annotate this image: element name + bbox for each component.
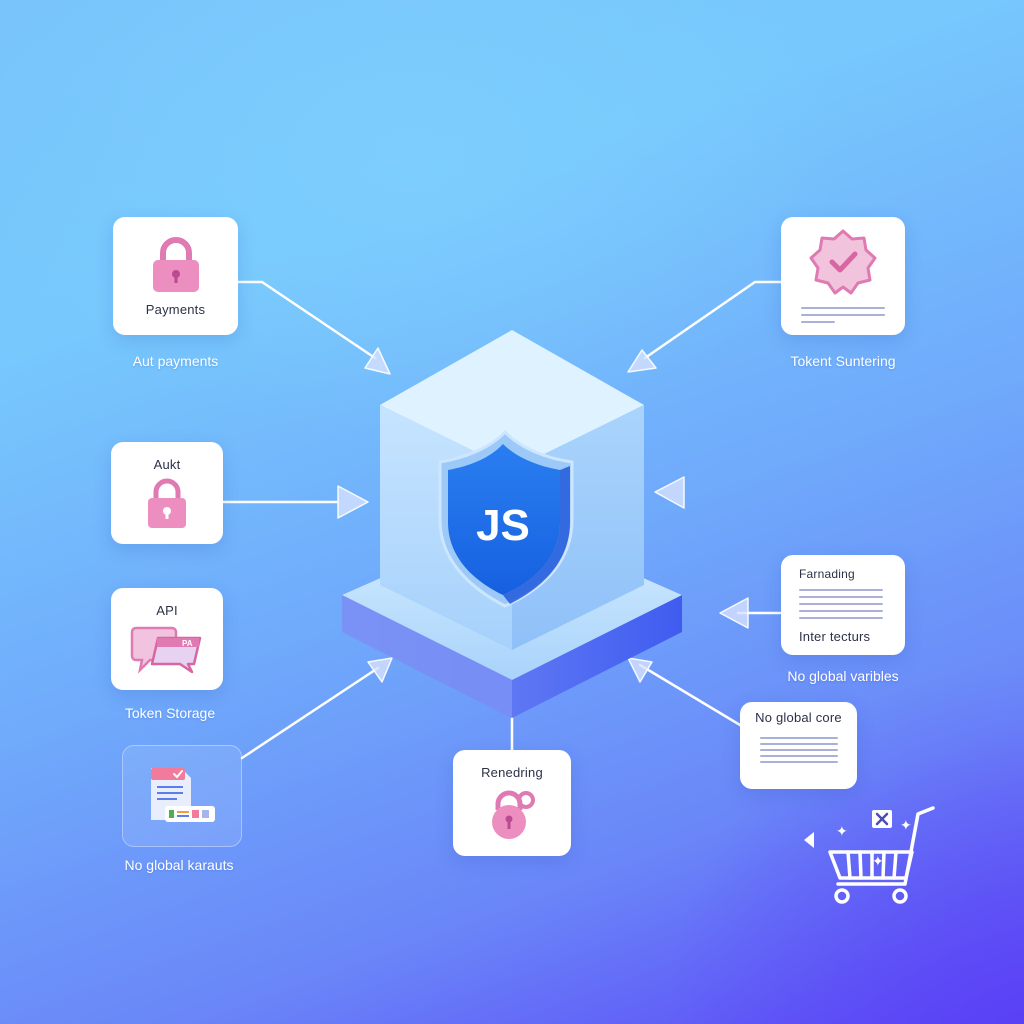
card-rendering[interactable]: Renedring bbox=[453, 750, 571, 856]
card-aukt[interactable]: Aukt bbox=[111, 442, 223, 544]
card-label: Renedring bbox=[481, 764, 543, 780]
arrowhead-payments bbox=[364, 347, 391, 375]
arrow-no-global-karauts bbox=[240, 666, 380, 760]
svg-text:✦: ✦ bbox=[836, 824, 848, 840]
card-label: Payments bbox=[145, 301, 206, 317]
arrowhead-farnading bbox=[719, 597, 749, 629]
card-token-suntering[interactable] bbox=[781, 217, 905, 335]
caption-farnading: No global varibles bbox=[787, 668, 899, 684]
round-padlock-icon bbox=[492, 790, 535, 839]
arrow-payments bbox=[236, 280, 377, 360]
caption-no-global-karauts: No global karauts bbox=[124, 857, 234, 873]
svg-text:✦: ✦ bbox=[872, 854, 884, 870]
shield-label: JS bbox=[476, 501, 530, 550]
card-label: Aukt bbox=[153, 456, 181, 472]
card-label: No global core bbox=[755, 710, 842, 725]
arrow-token-suntering bbox=[643, 280, 784, 360]
svg-text:✦: ✦ bbox=[900, 818, 912, 834]
shield-icon: JS bbox=[438, 429, 574, 608]
card-payments[interactable]: Payments bbox=[113, 217, 238, 335]
arrowhead-right-mid bbox=[654, 476, 685, 509]
arrowhead-no-global-core bbox=[627, 657, 653, 683]
card-no-global-karauts[interactable] bbox=[122, 745, 242, 847]
arrow-no-global-core bbox=[638, 663, 742, 727]
card-api[interactable]: API PA bbox=[111, 588, 223, 690]
caption-payments: Aut payments bbox=[132, 353, 219, 369]
chat-bubbles-icon: PA bbox=[130, 626, 202, 674]
caption-api: Token Storage bbox=[124, 705, 216, 721]
padlock-icon bbox=[152, 236, 199, 292]
card-no-global-core[interactable]: No global core bbox=[740, 702, 857, 789]
verified-badge-icon bbox=[809, 229, 877, 295]
card-sublabel: Inter tecturs bbox=[799, 628, 871, 644]
text-lines-icon bbox=[759, 737, 838, 763]
document-icon bbox=[151, 768, 215, 822]
arrowhead-no-global-karauts bbox=[367, 657, 393, 683]
arrowhead-token-suntering bbox=[627, 349, 657, 373]
card-farnading[interactable]: Farnading Inter tecturs bbox=[781, 555, 905, 655]
card-label: API bbox=[156, 602, 178, 618]
text-lines-icon bbox=[801, 307, 885, 323]
text-lines-icon bbox=[799, 588, 883, 619]
padlock-icon bbox=[148, 478, 186, 528]
arrowhead-aukt bbox=[337, 485, 369, 519]
shopping-cart-icon: ✦ ✦ ✦ bbox=[804, 806, 935, 904]
card-label: Farnading bbox=[799, 566, 855, 581]
caption-token-suntering: Tokent Suntering bbox=[790, 353, 896, 369]
svg-text:PA: PA bbox=[182, 639, 193, 648]
